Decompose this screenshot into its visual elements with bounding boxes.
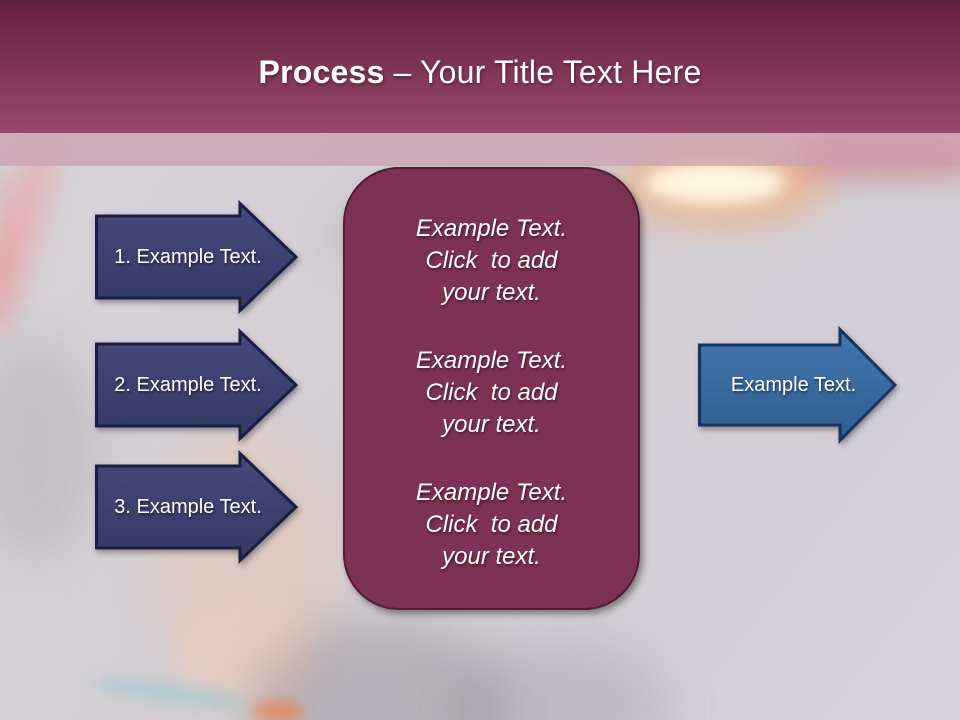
slide-title-text: – Your Title Text Here (393, 54, 702, 90)
step-arrow-3-label: 3. Example Text. (114, 495, 262, 518)
slide-title-emphasis: Process (258, 54, 385, 90)
step-arrow-1[interactable]: 1. Example Text. (95, 199, 299, 315)
step-arrow-3[interactable]: 3. Example Text. (95, 449, 299, 565)
step-arrow-2[interactable]: 2. Example Text. (95, 327, 299, 443)
detail-paragraph-1: Example Text. Click to add your text. (415, 215, 568, 306)
right-arrow-shape-icon (95, 449, 299, 565)
step-arrow-1-label: 1. Example Text. (114, 245, 262, 268)
detail-paragraph-2: Example Text. Click to add your text. (415, 347, 568, 438)
detail-paragraph-3: Example Text. Click to add your text. (415, 479, 568, 570)
slide-header: Process– Your Title Text Here (0, 0, 960, 133)
right-arrow-shape-icon (95, 199, 299, 315)
result-arrow-label: Example Text. (730, 373, 857, 396)
detail-text-box[interactable]: Example Text. Click to add your text. Ex… (343, 167, 640, 610)
header-overlay-strip (0, 133, 960, 166)
step-arrow-2-label: 2. Example Text. (114, 373, 262, 396)
police-light-streak-edge (0, 170, 10, 340)
police-light-glow-core (645, 162, 785, 204)
right-arrow-shape-icon (95, 327, 299, 443)
person-chin-highlight (175, 600, 315, 710)
person-hair-shadow (0, 340, 100, 560)
lens-flare-orange (252, 700, 304, 720)
slide-title[interactable]: Process– Your Title Text Here (259, 54, 702, 91)
right-arrow-shape-icon (698, 325, 898, 445)
result-arrow[interactable]: Example Text. (698, 325, 898, 445)
